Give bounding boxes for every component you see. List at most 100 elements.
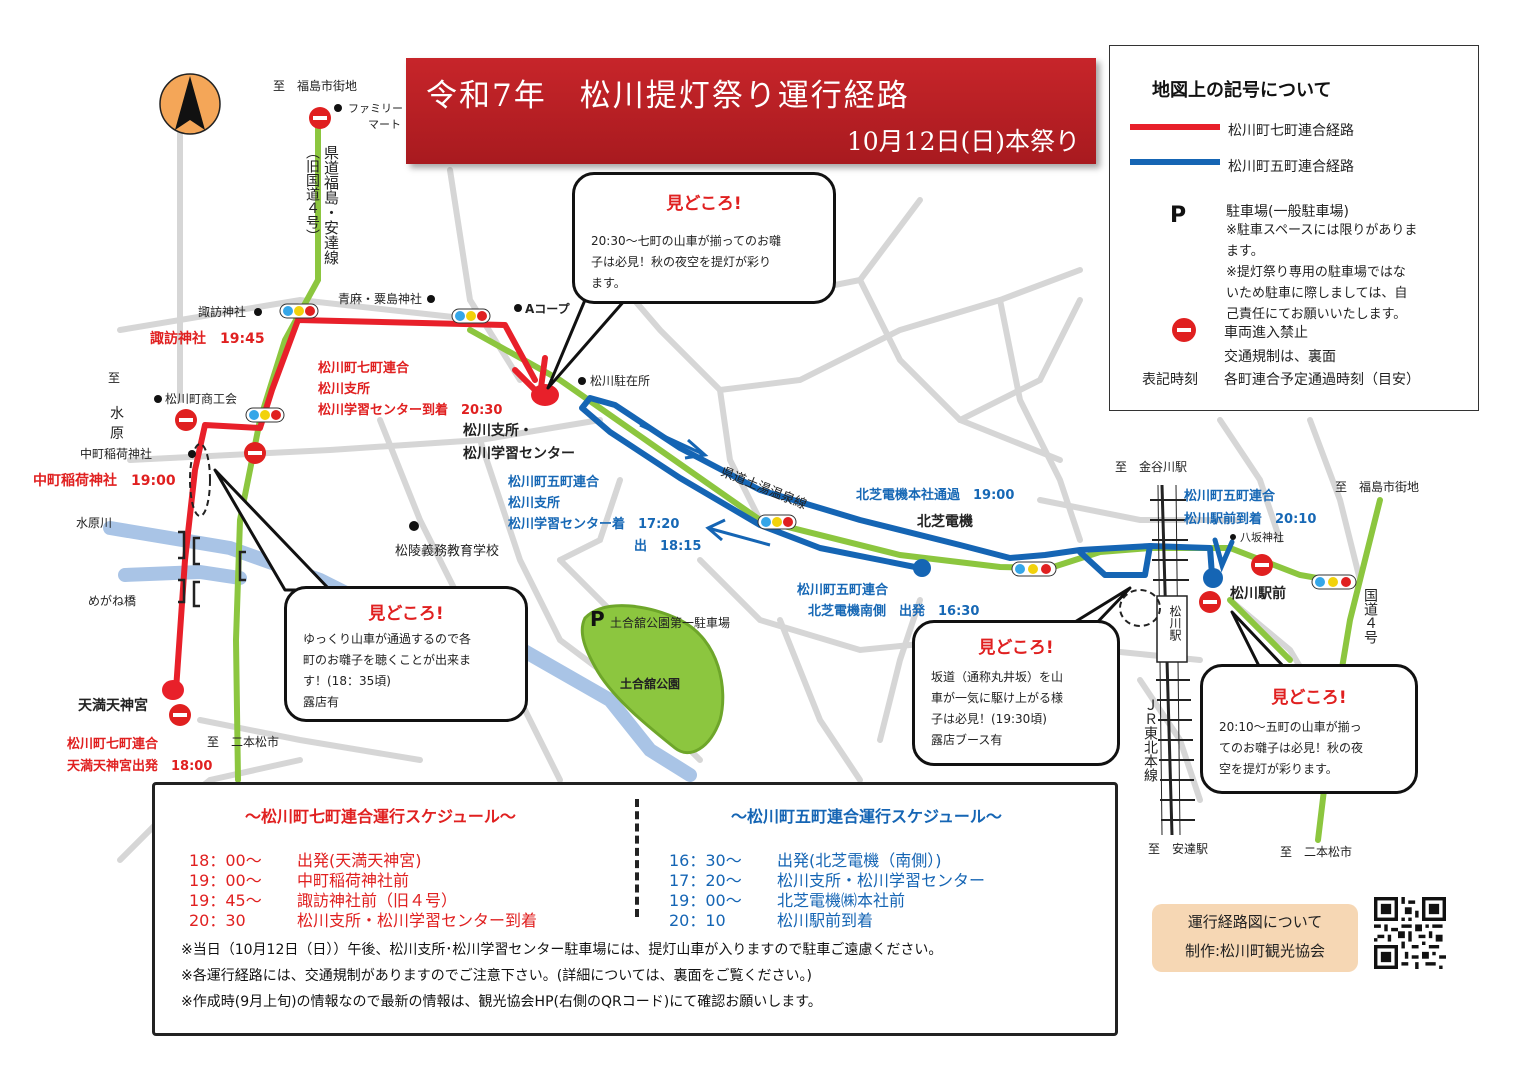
to-adachi-label: 至 安達駅 [1148, 841, 1208, 856]
no-entry-icon [175, 409, 197, 431]
branch-office-label-1: 松川支所・ [463, 422, 533, 439]
schedule-event: 中町稲荷神社前 [297, 871, 410, 890]
no-entry-icon [1199, 591, 1221, 613]
callout-line: 20:30～七町の山車が揃ってのお囃 [591, 234, 781, 248]
callout-heading: 見どころ! [368, 604, 444, 624]
callout-line: 20:10～五町の山車が揃っ [1219, 720, 1362, 734]
park-label: 土合舘公園 [620, 676, 680, 691]
school-label: 松陵義務教育学校 [395, 543, 499, 559]
legend-no-entry-label: 車両進入禁止 [1224, 325, 1308, 341]
no-entry-icon [169, 704, 191, 726]
callout-line: 露店有 [303, 695, 340, 709]
parking-p-icon: P [590, 607, 605, 631]
aoasa-shrine-label: 青麻・粟島神社 [338, 291, 422, 306]
credit-line-1: 運行経路図について [1187, 913, 1323, 931]
page-subtitle: 10月12日(日)本祭り [846, 127, 1080, 156]
blue-arrow-west [705, 518, 771, 547]
callout-line: す！(18：35頃) [303, 674, 391, 688]
police-box-label: 松川駐在所 [590, 373, 650, 388]
credit-box: 運行経路図について 制作:松川町観光協会 [1152, 904, 1358, 972]
legend-regulation-label: 交通規制は、裏面 [1224, 349, 1336, 365]
traffic-signal-icon [1011, 561, 1057, 577]
park-area [580, 604, 725, 755]
callout-body: 20:30～七町の山車が揃ってのお囃 子は必見！秋の夜空を提灯が彩り ます。 [591, 231, 821, 294]
traffic-signal-icon [1311, 574, 1357, 590]
blue-start-label-1: 松川町五町連合 [797, 582, 889, 598]
schedule-divider [635, 799, 639, 917]
to-fukushima-right-label: 至 福島市街地 [1335, 479, 1419, 494]
red-route [173, 317, 538, 693]
callout-line: ます。 [591, 276, 626, 290]
station-front-label: 松川駅前 [1230, 585, 1286, 602]
prefectural-road-label: 県道福島・安達線 [322, 145, 340, 265]
callout-body: 坂道（通称丸井坂）を山 車が一気に駆け上がる様 子は必見！(19:30頃) 露店… [931, 667, 1105, 751]
schedule-panel: ～松川町七町連合運行スケジュール～ ～松川町五町連合運行スケジュール～ 18：0… [152, 782, 1118, 1036]
no-entry-icon [309, 107, 331, 129]
meganebashi-label: めがね橋 [88, 593, 136, 608]
branch-office-label-2: 松川学習センター [463, 445, 575, 462]
traffic-signal-icon [757, 514, 797, 530]
red-start-label-2: 天満天神宮出発 18:00 [67, 758, 212, 774]
red-arrive-label-3: 松川学習センター到着 20:30 [318, 402, 502, 418]
schedule-note-1: ※当日（10月12日（日））午後、松川支所･松川学習センター駐車場には、提灯山車… [181, 942, 943, 958]
callout-line: 町のお囃子を聴くことが出来ま [303, 653, 472, 667]
callout-highlight-2: 見どころ! ゆっくり山車が通過するので各 町のお囃子を聴くことが出来ま す！(1… [284, 586, 528, 722]
red-arrive-label-2: 松川支所 [318, 381, 370, 397]
blue-station-label-1: 松川町五町連合 [1184, 488, 1276, 504]
family-mart-label-2: マート [368, 118, 401, 131]
red-route-start-marker [162, 680, 184, 700]
legend-parking-note-5: 己責任にてお願いいたします。 [1226, 307, 1407, 322]
blue-route [579, 395, 1215, 578]
station-sign-label: 松川駅 [1168, 605, 1182, 642]
schedule-event: 松川支所・松川学習センター到着 [297, 911, 538, 930]
viewpoint-ellipse-slope [1119, 589, 1161, 627]
callout-highlight-4: 見どころ! 20:10～五町の山車が揃っ てのお囃子は必見！秋の夜 空を提灯が彩… [1200, 664, 1418, 794]
schedule-time: 20：10 [669, 911, 726, 930]
tenman-shrine-label: 天満天神宮 [78, 697, 148, 714]
to-mizuhara-label-1: 至 [108, 371, 120, 385]
blue-station-label-2: 松川駅前到着 20:10 [1184, 511, 1316, 527]
callout-line: ゆっくり山車が通過するので各 [303, 632, 472, 646]
family-mart-label-1: ファミリー [348, 102, 403, 115]
red-schedule-row: 19：45～諏訪神社前（旧４号） [189, 887, 457, 911]
blue-route-start-marker [913, 559, 931, 577]
schedule-time: 19：00～ [189, 871, 262, 890]
schedule-time: 16：30～ [669, 851, 742, 870]
schedule-time: 19：00～ [669, 891, 742, 910]
blue-branch-label-1: 松川町五町連合 [508, 474, 600, 490]
no-entry-icon [244, 442, 266, 464]
callout-heading: 見どころ! [1271, 688, 1347, 708]
callout-line: 坂道（通称丸井坂）を山 [931, 670, 1064, 684]
blue-branch-label-2: 松川支所 [508, 495, 560, 511]
traffic-signal-icon [451, 308, 491, 324]
page-title: 令和7年 松川提灯祭り運行経路 [426, 78, 910, 114]
blue-schedule-row: 17：20～松川支所・松川学習センター [669, 867, 985, 891]
legend-parking-icon: P [1170, 203, 1187, 228]
qr-code-icon[interactable] [1372, 897, 1448, 969]
schedule-event: 北芝電機㈱本社前 [777, 891, 906, 910]
callout-line: 子は必見！(19:30頃) [931, 712, 1047, 726]
title-banner: 令和7年 松川提灯祭り運行経路 10月12日(日)本祭り [406, 58, 1096, 164]
to-mizuhara-label-3: 原 [110, 426, 124, 442]
blue-route-end-marker [1203, 568, 1223, 588]
toshiba-pass-label: 北芝電機本社通過 19:00 [856, 487, 1014, 503]
red-route-end-marker [531, 384, 559, 406]
to-nihonmatsu-right-label: 至 二本松市 [1280, 844, 1352, 859]
jr-line-label: ＪＲ東北本線 [1142, 698, 1158, 782]
blue-branch-label-4: 出 18:15 [634, 538, 701, 554]
schedule-event: 出発(天満天神宮) [297, 851, 422, 870]
callout-highlight-1: 見どころ! 20:30～七町の山車が揃ってのお囃 子は必見！秋の夜空を提灯が彩り… [572, 172, 836, 304]
blue-schedule-heading: ～松川町五町連合運行スケジュール～ [731, 807, 1002, 826]
legend-box: 地図上の記号について 松川町七町連合経路 松川町五町連合経路 P 駐車場(一般駐… [1109, 45, 1479, 411]
callout-body: 20:10～五町の山車が揃っ てのお囃子は必見！秋の夜 空を提灯が彩ります。 [1219, 717, 1403, 780]
legend-heading: 地図上の記号について [1152, 80, 1332, 101]
legend-parking-note-1: ※駐車スペースには限りがありま [1226, 223, 1418, 238]
red-route-swatch [1130, 124, 1220, 130]
north-arrow-icon [159, 73, 221, 135]
legend-no-entry-icon [1172, 318, 1196, 342]
nakamachi-shrine-label: 中町稲荷神社 [80, 446, 152, 461]
legend-parking-note-2: ます。 [1226, 244, 1264, 259]
